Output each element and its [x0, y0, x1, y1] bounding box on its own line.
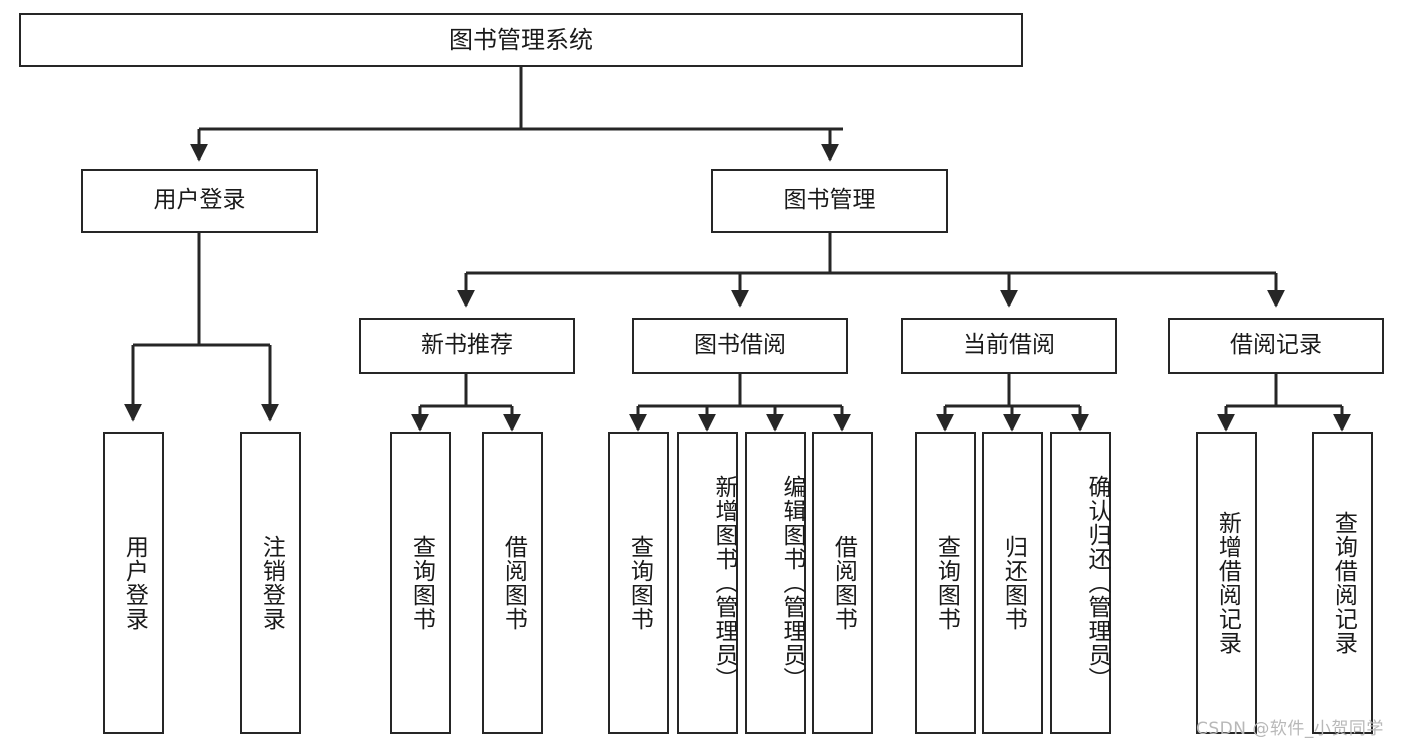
watermark-text: CSDN @软件_小贺同学: [1196, 719, 1384, 739]
leaf-current-confirm-return-admin[interactable]: 确认归还（管理员）: [1050, 432, 1111, 734]
leaf-record-query-record[interactable]: 查询借阅记录: [1312, 432, 1373, 734]
node-book-management[interactable]: 图书管理: [711, 169, 948, 233]
leaf-user-login-login[interactable]: 用户登录: [103, 432, 164, 734]
leaf-current-query-book[interactable]: 查询图书: [915, 432, 976, 734]
node-current-borrow[interactable]: 当前借阅: [901, 318, 1117, 374]
leaf-recommend-borrow-book[interactable]: 借阅图书: [482, 432, 543, 734]
node-user-login[interactable]: 用户登录: [81, 169, 318, 233]
node-book-borrow[interactable]: 图书借阅: [632, 318, 848, 374]
node-new-book-recommend[interactable]: 新书推荐: [359, 318, 575, 374]
leaf-current-return-book[interactable]: 归还图书: [982, 432, 1043, 734]
leaf-record-add-record[interactable]: 新增借阅记录: [1196, 432, 1257, 734]
leaf-borrow-add-book-admin[interactable]: 新增图书（管理员）: [677, 432, 738, 734]
leaf-recommend-query-book[interactable]: 查询图书: [390, 432, 451, 734]
leaf-borrow-query-book[interactable]: 查询图书: [608, 432, 669, 734]
leaf-borrow-edit-book-admin[interactable]: 编辑图书（管理员）: [745, 432, 806, 734]
leaf-user-login-logout[interactable]: 注销登录: [240, 432, 301, 734]
node-borrow-record[interactable]: 借阅记录: [1168, 318, 1384, 374]
node-root[interactable]: 图书管理系统: [19, 13, 1023, 67]
leaf-borrow-borrow-book[interactable]: 借阅图书: [812, 432, 873, 734]
